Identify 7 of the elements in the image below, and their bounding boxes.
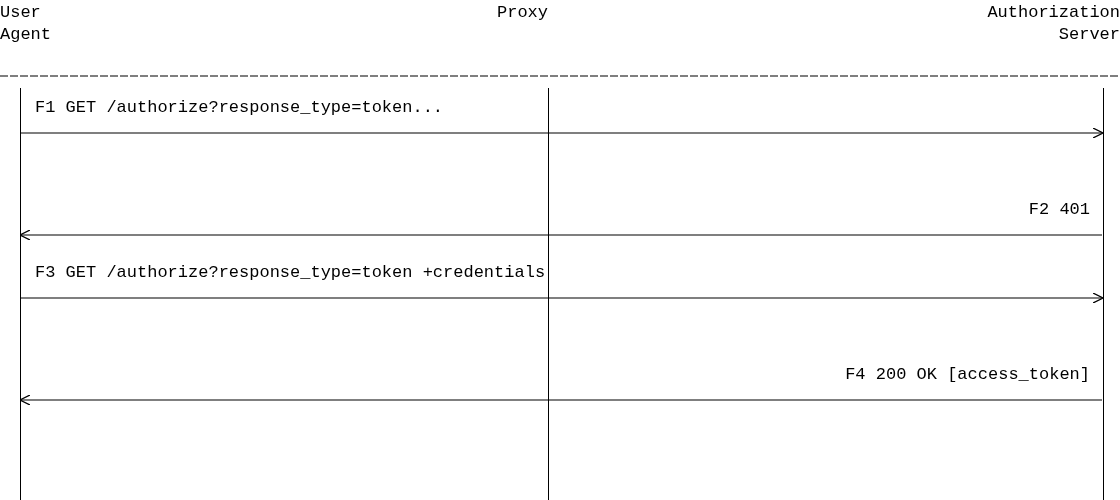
participant-label: Proxy <box>497 2 549 24</box>
arrow <box>19 229 1103 241</box>
participant-label: User Agent <box>0 2 52 46</box>
arrow <box>20 127 1104 139</box>
arrow <box>20 292 1104 304</box>
arrow <box>19 394 1103 406</box>
participant-label: Authorization Server <box>986 2 1120 46</box>
